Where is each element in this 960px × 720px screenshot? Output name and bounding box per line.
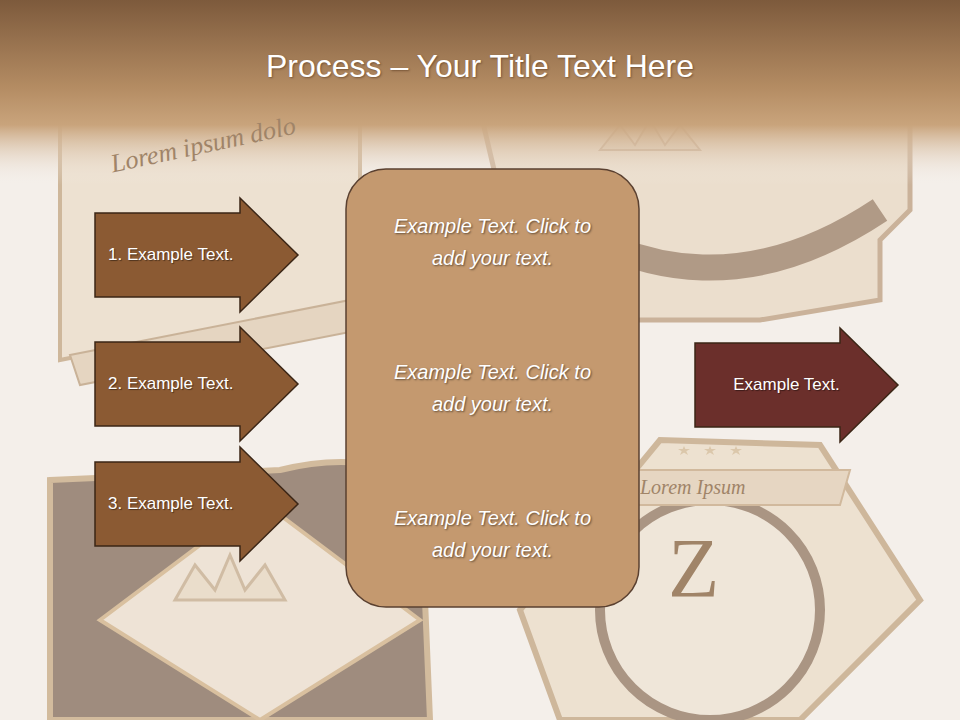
arrow-label: 3. Example Text. <box>108 494 233 514</box>
arrow-shape: 1. Example Text. <box>95 198 298 312</box>
arrow-label: 1. Example Text. <box>108 245 233 265</box>
rounded-box-outline <box>346 169 639 607</box>
arrow-label: Example Text. <box>733 375 839 395</box>
arrow-outline <box>695 328 898 442</box>
arrow-outline <box>95 447 298 561</box>
arrow-shape: 2. Example Text. <box>95 327 298 441</box>
watermark-text: Lorem ipsum dolo <box>108 111 298 179</box>
arrow-outline <box>95 327 298 441</box>
content-box: Example Text. Click to add your text. Exa… <box>345 168 640 608</box>
arrow-shape: 3. Example Text. <box>95 447 298 561</box>
text-column: Example Text. Click to add your text. Exa… <box>345 168 640 608</box>
arrow-label: 2. Example Text. <box>108 374 233 394</box>
body-text: Example Text. Click to add your text. <box>378 356 608 420</box>
watermark-text: Lorem Ipsum <box>640 476 745 499</box>
body-text: Example Text. Click to add your text. <box>378 210 608 274</box>
arrow-outline <box>95 198 298 312</box>
body-text: Example Text. Click to add your text. <box>378 502 608 566</box>
watermark-text: Z <box>668 520 719 617</box>
arrow-shape: Example Text. <box>695 328 898 442</box>
slide-title: Process – Your Title Text Here <box>0 48 960 85</box>
